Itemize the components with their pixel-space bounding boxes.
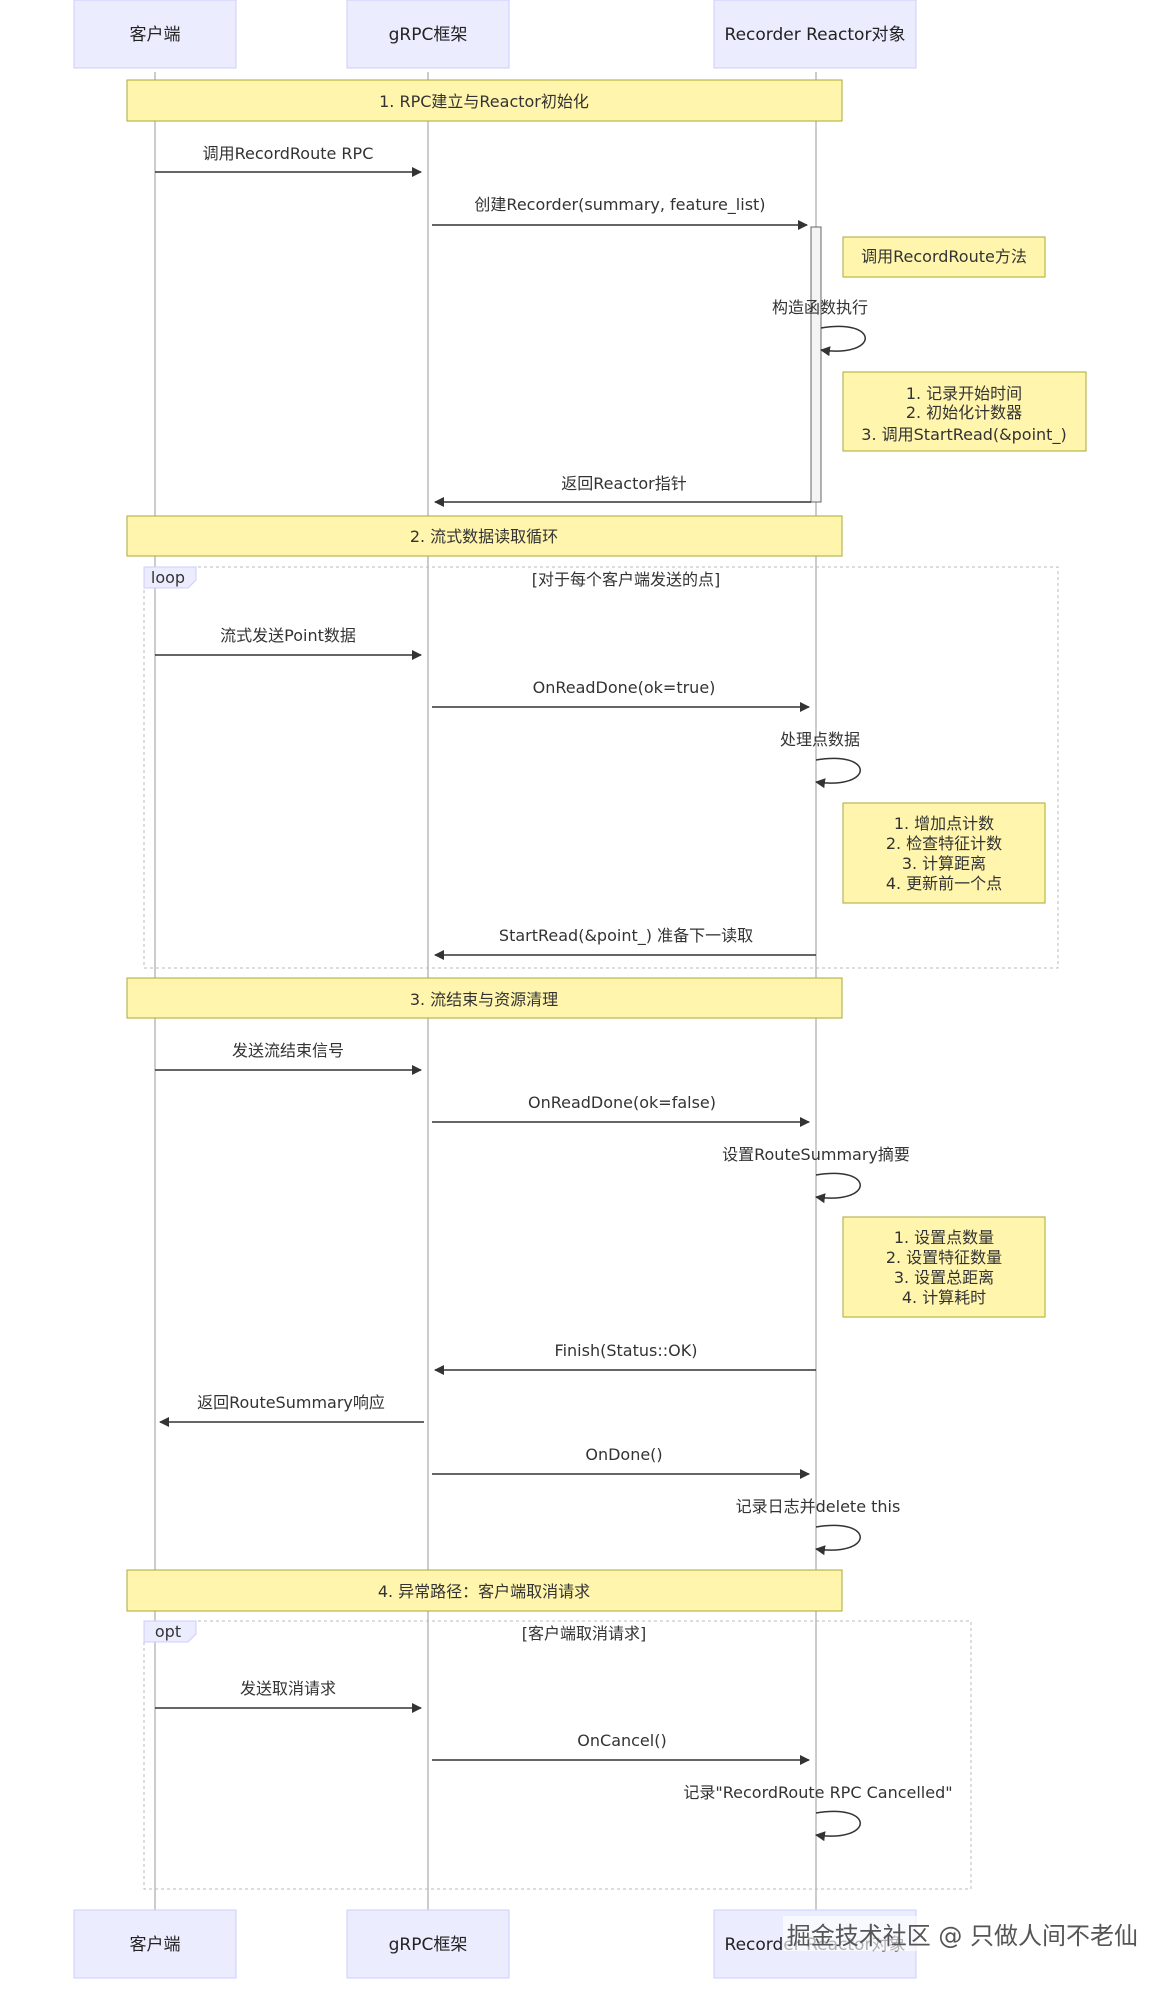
section-4-note [126, 1569, 843, 1612]
message-12-label: Finish(Status::OK) [555, 1341, 698, 1360]
actor-grpc-top: gRPC框架 [346, 0, 510, 69]
actor-reactor-top: Recorder Reactor对象 [713, 0, 917, 69]
actor-client-bottom: 客户端 [73, 1909, 237, 1979]
message-1-label: 调用RecordRoute RPC [203, 144, 374, 163]
reactor-activation-bar [810, 226, 822, 503]
section-1-note [126, 79, 843, 122]
section-4-label: 4. 异常路径：客户端取消请求 [378, 1582, 590, 1601]
actor-client-bottom-label: 客户端 [130, 1935, 181, 1955]
opt-condition: [客户端取消请求] [522, 1624, 647, 1643]
actor-client-label: 客户端 [130, 25, 181, 45]
section-2-label: 2. 流式数据读取循环 [410, 527, 558, 546]
message-11-arrow [815, 1172, 861, 1204]
loop-frame [143, 566, 1059, 969]
section-3-note [126, 977, 843, 1019]
message-15-arrow [815, 1524, 861, 1556]
message-15-label: 记录日志并delete this [736, 1497, 901, 1516]
actor-client-top: 客户端 [73, 0, 237, 69]
note-3-line-4: 4. 更新前一个点 [886, 874, 1002, 893]
note-3 [842, 802, 1046, 904]
message-18-arrow [815, 1810, 861, 1842]
message-7-label: 处理点数据 [780, 730, 860, 749]
message-14-label: OnDone() [585, 1445, 662, 1464]
opt-tag [143, 1620, 197, 1643]
message-2-label: 创建Recorder(summary, feature_list) [474, 195, 765, 215]
message-17-label: OnCancel() [577, 1731, 666, 1750]
message-8-label: StartRead(&point_) 准备下一读取 [499, 926, 753, 946]
message-3-arrow [820, 325, 866, 357]
note-3-line-1: 1. 增加点计数 [894, 814, 994, 833]
loop-tag [143, 566, 197, 589]
message-5-label: 流式发送Point数据 [220, 626, 356, 645]
opt-keyword: opt [155, 1622, 181, 1641]
section-2-note [126, 515, 843, 557]
section-3-label: 3. 流结束与资源清理 [410, 990, 558, 1009]
section-1-label: 1. RPC建立与Reactor初始化 [379, 92, 589, 111]
loop-condition: [对于每个客户端发送的点] [532, 570, 721, 589]
actor-reactor-label: Recorder Reactor对象 [725, 25, 906, 45]
opt-frame [143, 1620, 972, 1890]
note-1 [842, 236, 1046, 278]
message-16-label: 发送取消请求 [240, 1679, 336, 1698]
note-1-line-1: 调用RecordRoute方法 [861, 247, 1027, 266]
note-4-line-2: 2. 设置特征数量 [886, 1248, 1002, 1267]
note-2-line-2: 2. 初始化计数器 [906, 403, 1022, 422]
note-2-line-1: 1. 记录开始时间 [906, 384, 1022, 403]
loop-keyword: loop [151, 568, 185, 587]
note-4 [842, 1216, 1046, 1318]
note-2-line-3: 3. 调用StartRead(&point_) [861, 425, 1066, 445]
actor-grpc-bottom-label: gRPC框架 [389, 1935, 468, 1955]
note-4-line-1: 1. 设置点数量 [894, 1228, 994, 1247]
message-10-label: OnReadDone(ok=false) [528, 1093, 716, 1112]
note-4-line-4: 4. 计算耗时 [902, 1288, 986, 1307]
message-6-label: OnReadDone(ok=true) [533, 678, 716, 697]
message-18-label: 记录"RecordRoute RPC Cancelled" [683, 1783, 952, 1802]
message-7-arrow [815, 757, 861, 789]
message-11-label: 设置RouteSummary摘要 [722, 1145, 910, 1164]
message-9-label: 发送流结束信号 [232, 1041, 344, 1060]
note-2 [842, 371, 1087, 452]
watermark: 掘金技术社区 @ 只做人间不老仙 [782, 1916, 1142, 1951]
message-13-label: 返回RouteSummary响应 [197, 1393, 385, 1412]
message-3-label: 构造函数执行 [772, 298, 868, 317]
note-4-line-3: 3. 设置总距离 [894, 1268, 994, 1287]
note-3-line-2: 2. 检查特征计数 [886, 834, 1002, 853]
message-4-label: 返回Reactor指针 [561, 474, 687, 493]
note-3-line-3: 3. 计算距离 [902, 854, 986, 873]
actor-grpc-label: gRPC框架 [389, 25, 468, 45]
actor-grpc-bottom: gRPC框架 [346, 1909, 510, 1979]
